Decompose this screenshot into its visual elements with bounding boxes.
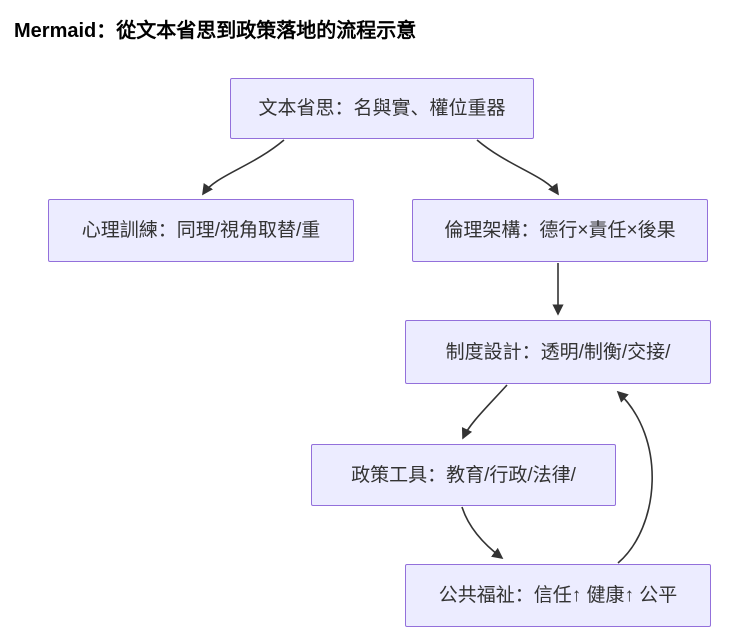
node-policy-tools: 政策工具：教育/行政/法律/ [311, 444, 616, 506]
edge-public-welfare-to-institution-design [616, 390, 653, 564]
edge-institution-design-to-policy-tools [461, 384, 508, 440]
node-public-welfare: 公共福祉：信任↑ 健康↑ 公平 [405, 564, 711, 627]
node-psych-training-label: 心理訓練：同理/視角取替/重 [81, 220, 321, 241]
node-psych-training: 心理訓練：同理/視角取替/重 [48, 199, 354, 262]
node-institution-design-label: 制度設計：透明/制衡/交接/ [445, 341, 671, 363]
edge-policy-tools-to-public-welfare [461, 506, 504, 560]
node-public-welfare-label: 公共福祉：信任↑ 健康↑ 公平 [438, 585, 678, 606]
node-policy-tools-label: 政策工具：教育/行政/法律/ [351, 464, 576, 486]
node-ethics-framework: 倫理架構：德行×責任×後果 [412, 199, 708, 262]
node-institution-design: 制度設計：透明/制衡/交接/ [405, 320, 711, 384]
edge-text-reflection-to-psych-training [202, 139, 285, 196]
edge-text-reflection-to-ethics-framework [476, 139, 559, 196]
node-text-reflection-label: 文本省思：名與實、權位重器 [258, 98, 506, 119]
page-title: Mermaid：從文本省思到政策落地的流程示意 [14, 20, 417, 42]
node-text-reflection: 文本省思：名與實、權位重器 [230, 78, 534, 139]
node-ethics-framework-label: 倫理架構：德行×責任×後果 [444, 220, 676, 241]
